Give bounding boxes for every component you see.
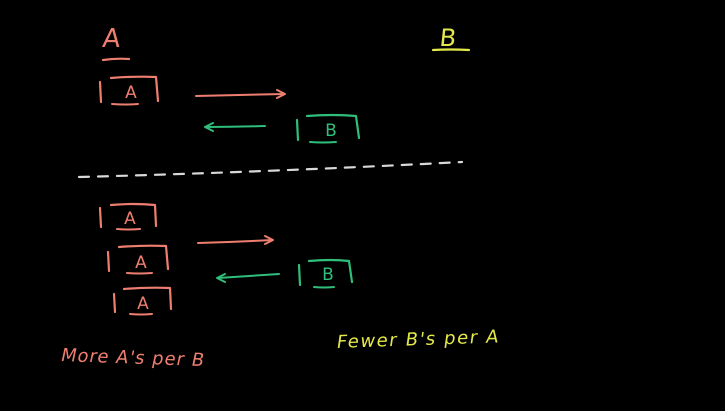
arrow-b-to-a-top <box>204 122 266 132</box>
token-a-bottom-2: A <box>106 244 170 275</box>
caption-more-a-per-b: More A's per B <box>58 345 208 372</box>
token-a-bottom-3: A <box>112 286 173 316</box>
token-a-bottom-1-label: A <box>124 209 136 229</box>
token-a-bottom-1: A <box>98 202 158 231</box>
token-a-top: A <box>98 75 160 106</box>
heading-a-underline <box>101 57 131 62</box>
token-a-bottom-3-label: A <box>137 294 149 314</box>
token-a-top-label: A <box>125 83 137 103</box>
token-b-top-label: B <box>325 121 337 141</box>
token-b-top: B <box>295 113 361 144</box>
arrow-a-to-b-bottom <box>197 235 274 245</box>
token-b-bottom: B <box>297 258 354 289</box>
arrow-a-to-b-top <box>195 89 286 99</box>
token-b-bottom-label: B <box>322 265 334 285</box>
section-divider <box>77 160 464 179</box>
arrow-b-to-a-bottom <box>216 273 280 283</box>
heading-b-underline <box>431 48 471 52</box>
token-a-bottom-2-label: A <box>135 253 147 273</box>
